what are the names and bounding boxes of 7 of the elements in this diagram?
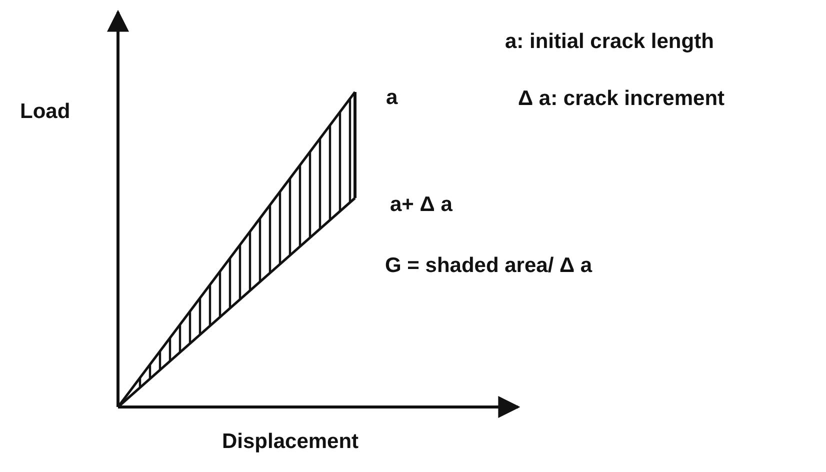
formula-text: G = shaded area/ Δ a [385, 254, 592, 278]
axis-label: Load [20, 100, 70, 124]
note-text: a: initial crack length [505, 30, 714, 54]
curve-label: a [386, 86, 398, 110]
note-text: Δ a: crack increment [518, 87, 725, 110]
curve-label: a+ Δ a [390, 193, 452, 216]
axis-label: Displacement [222, 430, 359, 454]
